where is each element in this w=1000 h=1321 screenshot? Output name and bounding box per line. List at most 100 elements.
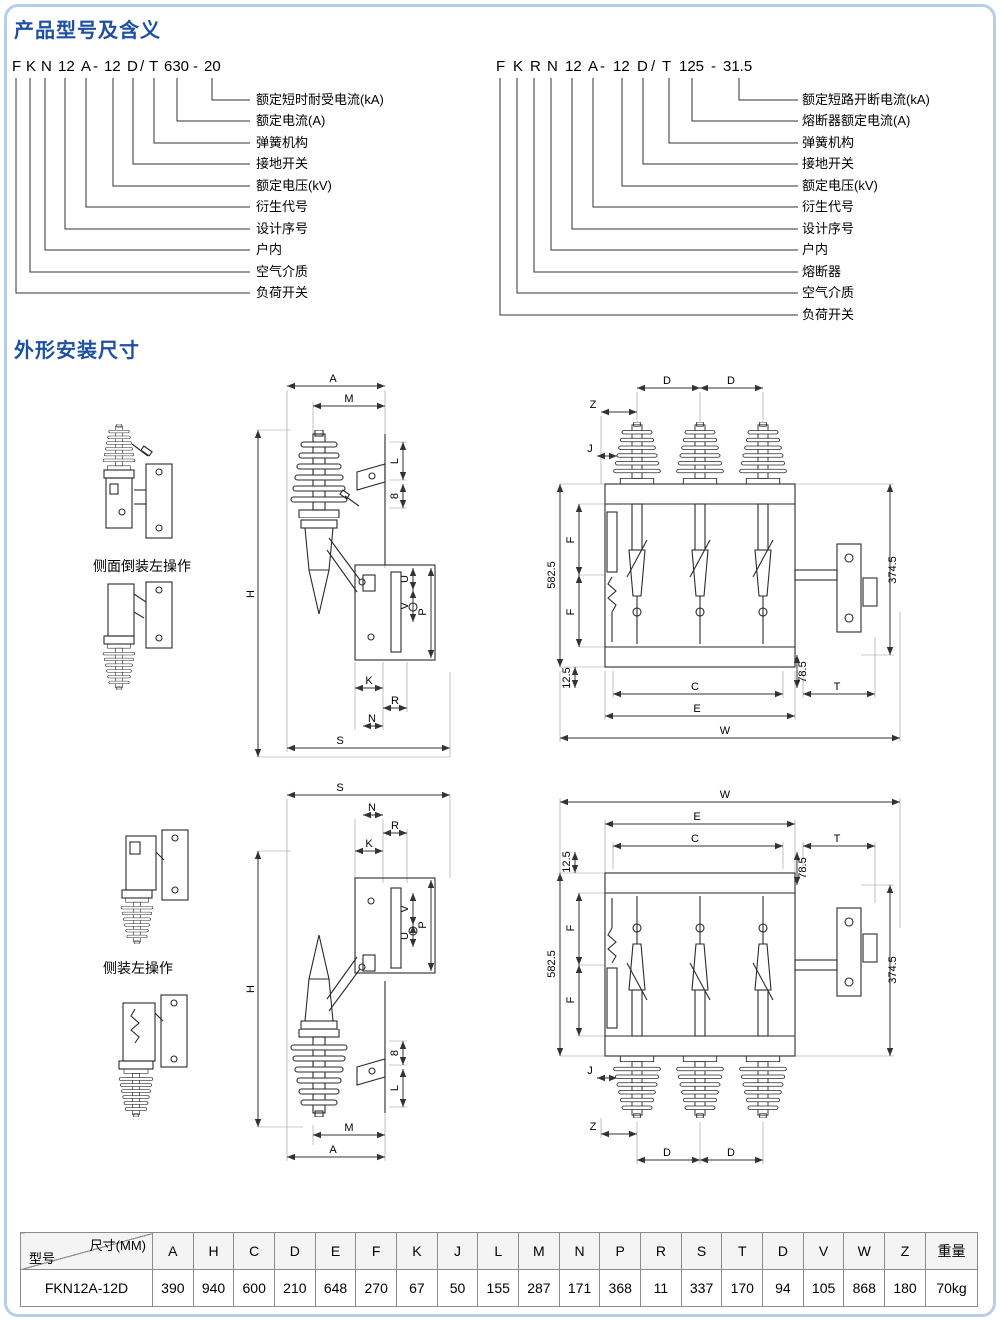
cell: 50: [436, 1269, 479, 1307]
model-right-connector-lines: [499, 78, 798, 316]
svg-text:T: T: [834, 681, 841, 693]
model-code-part: -: [600, 58, 605, 75]
pole-assembly: [752, 503, 774, 644]
model-code-part: 12: [58, 58, 75, 75]
model-code-part: N: [41, 58, 52, 75]
svg-text:12.5: 12.5: [561, 851, 573, 872]
model-meaning-label: 空气介质: [256, 264, 309, 279]
model-name-cell: FKN12A-12D: [20, 1269, 153, 1307]
cell: 11: [640, 1269, 682, 1307]
model-meaning-label: 负荷开关: [802, 307, 855, 322]
svg-text:D: D: [727, 375, 735, 387]
column-header: L: [477, 1232, 520, 1270]
drawing-three-pole-top: D D Z J 582.5 F F 12.5 C E W T 78.5 374.…: [546, 375, 901, 742]
svg-text:D: D: [663, 1147, 671, 1159]
svg-text:W: W: [720, 789, 731, 801]
cell: 270: [355, 1269, 398, 1307]
model-meaning-label: 衍生代号: [256, 199, 309, 214]
svg-text:L: L: [389, 458, 401, 464]
svg-text:K: K: [365, 838, 373, 850]
drawing-three-pole-bottom: W E C T 12.5 78.5 582.5 F F 374.5 J Z D …: [546, 789, 901, 1164]
drawing-front-view-top: A M H L 8 U V P K R N S: [245, 373, 451, 758]
model-code-part: D: [637, 58, 648, 75]
column-header: D: [274, 1232, 316, 1270]
svg-text:582.5: 582.5: [546, 950, 558, 978]
svg-text:A: A: [329, 373, 337, 385]
svg-text:U: U: [399, 932, 411, 940]
svg-text:S: S: [336, 735, 343, 747]
cell: 180: [884, 1269, 926, 1307]
svg-text:R: R: [391, 820, 399, 832]
model-meaning-label: 接地开关: [256, 156, 309, 171]
model-meaning-label: 额定电压(kV): [802, 178, 878, 193]
svg-text:Z: Z: [590, 1121, 597, 1133]
model-meaning-label: 户内: [802, 242, 829, 257]
model-code-part: /: [651, 58, 656, 75]
table-corner-cell: 尺寸(MM) 型号: [20, 1232, 153, 1270]
svg-text:12.5: 12.5: [561, 667, 573, 688]
svg-text:T: T: [834, 833, 841, 845]
model-code-part: F: [496, 58, 506, 75]
svg-text:S: S: [336, 782, 343, 794]
caption-side-left-operation: 侧装左操作: [103, 960, 173, 976]
cell: 868: [843, 1269, 886, 1307]
model-code-part: F: [12, 58, 22, 75]
column-header: V: [802, 1232, 845, 1270]
dimensions-table: 尺寸(MM) 型号 A H C D E F K J L M N P R S T …: [20, 1232, 978, 1307]
pole-assembly: [689, 896, 711, 1037]
model-meaning-label: 额定电压(kV): [256, 178, 332, 193]
pole-assembly: [626, 503, 648, 644]
svg-text:N: N: [368, 713, 376, 725]
model-meaning-label: 额定电流(A): [256, 113, 326, 128]
column-header: N: [558, 1232, 601, 1270]
svg-text:C: C: [691, 681, 699, 693]
drawing-side-view-inverted-lower: [102, 581, 173, 690]
model-diagram-left: F K N 12 A - 12 D / T 630 - 20 额定短时耐受电流(…: [12, 58, 482, 313]
cell: 105: [802, 1269, 845, 1307]
svg-text:78.5: 78.5: [797, 661, 809, 682]
svg-text:A: A: [329, 1144, 337, 1156]
table-row: FKN12A-12D 390 940 600 210 648 270 67 50…: [20, 1269, 978, 1307]
model-meaning-label: 接地开关: [802, 156, 855, 171]
model-meaning-label: 弹簧机构: [256, 135, 309, 150]
model-code-part: /: [140, 58, 145, 75]
cell: 94: [762, 1269, 804, 1307]
model-code-part: A: [81, 58, 92, 75]
svg-text:C: C: [691, 833, 699, 845]
svg-text:Z: Z: [590, 399, 597, 411]
column-header: Z: [884, 1232, 926, 1270]
model-code-part: 20: [204, 58, 221, 75]
svg-text:V: V: [399, 905, 411, 913]
pole-assembly: [689, 503, 711, 644]
svg-text:374.5: 374.5: [887, 956, 899, 984]
svg-text:582.5: 582.5: [546, 561, 558, 589]
model-code-part: 12: [565, 58, 582, 75]
column-header: C: [233, 1232, 276, 1270]
cell: 648: [314, 1269, 357, 1307]
model-code-part: K: [26, 58, 37, 75]
column-header: F: [355, 1232, 398, 1270]
svg-text:M: M: [344, 393, 353, 405]
model-meaning-label: 弹簧机构: [802, 135, 855, 150]
caption-side-inverted-left-operation: 侧面倒装左操作: [93, 558, 191, 574]
model-meaning-label: 熔断器额定电流(A): [802, 113, 911, 128]
model-meaning-label: 设计序号: [256, 221, 309, 236]
cell: 171: [558, 1269, 601, 1307]
model-meaning-label: 熔断器: [802, 264, 842, 279]
svg-text:N: N: [368, 802, 376, 814]
column-header: D: [762, 1232, 804, 1270]
cell: 67: [396, 1269, 438, 1307]
svg-text:78.5: 78.5: [797, 857, 809, 878]
corner-label-size: 尺寸(MM): [89, 1238, 146, 1253]
model-code-part: A: [588, 58, 599, 75]
cell: 70kg: [925, 1269, 978, 1307]
drawing-side-view-upper: [120, 829, 189, 944]
cell: 600: [233, 1269, 276, 1307]
model-meaning-label: 负荷开关: [256, 285, 309, 300]
pole-assembly: [626, 896, 648, 1037]
model-meaning-label: 户内: [256, 242, 283, 257]
svg-text:K: K: [365, 675, 373, 687]
model-meaning-label: 空气介质: [802, 285, 855, 300]
section-title-dimensions: 外形安装尺寸: [14, 340, 140, 362]
